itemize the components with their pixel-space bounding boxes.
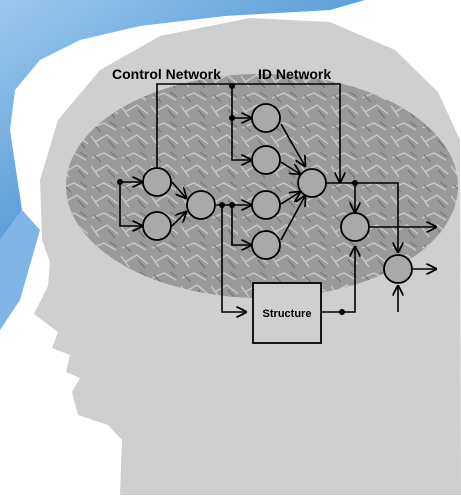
id-node-1 xyxy=(251,103,281,133)
control-merge-node xyxy=(186,190,216,220)
combiner-node xyxy=(340,212,370,242)
junction-dots xyxy=(117,83,358,315)
structure-box xyxy=(252,282,322,344)
id-network-label: ID Network xyxy=(258,66,331,82)
control-node-2 xyxy=(142,211,172,241)
structure-label: Structure xyxy=(263,308,312,320)
id-node-3 xyxy=(251,190,281,220)
final-output-node xyxy=(383,254,413,284)
control-node-1 xyxy=(142,167,172,197)
control-network-label: Control Network xyxy=(112,66,221,82)
id-node-2 xyxy=(251,145,281,175)
id-node-4 xyxy=(251,230,281,260)
blue-background-panel xyxy=(0,0,365,330)
brain-region xyxy=(66,74,458,298)
id-output-node xyxy=(297,168,327,198)
